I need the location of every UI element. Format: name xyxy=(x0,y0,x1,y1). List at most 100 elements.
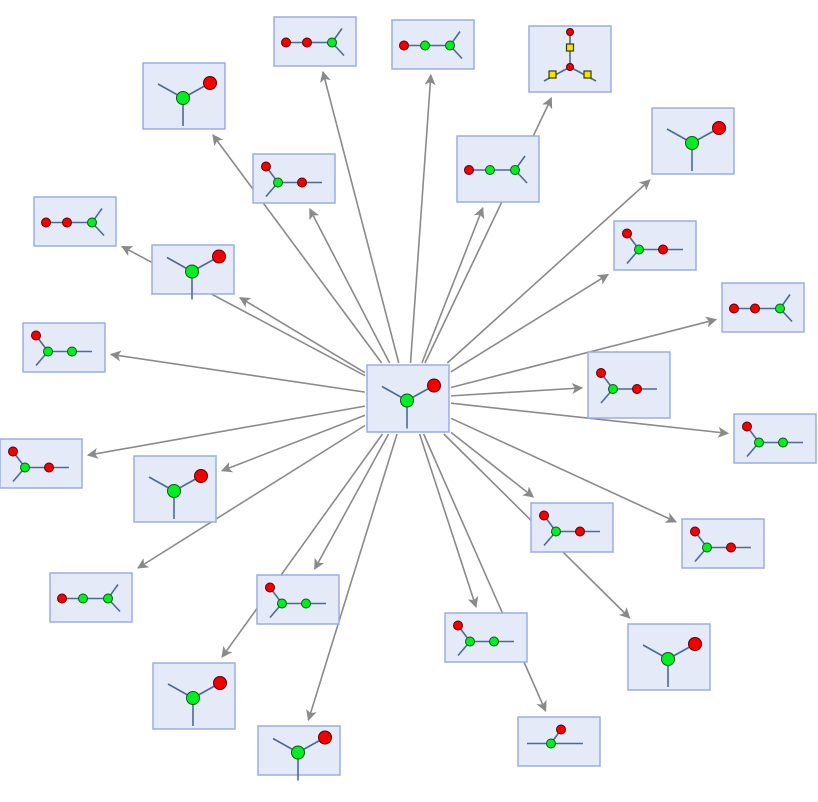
red-node xyxy=(726,542,736,553)
green-node xyxy=(291,745,305,760)
node-box xyxy=(256,574,340,625)
green-node xyxy=(176,91,190,105)
child-node xyxy=(587,351,671,419)
child-node xyxy=(252,153,336,204)
green-node xyxy=(87,217,97,228)
red-node xyxy=(8,446,18,457)
child-node xyxy=(142,62,226,130)
edge-arrow xyxy=(109,350,366,393)
red-node xyxy=(203,76,217,90)
node-box xyxy=(733,413,817,464)
green-node xyxy=(634,244,644,255)
bond-line xyxy=(543,66,571,82)
green-node xyxy=(301,598,311,609)
edge-arrow xyxy=(313,433,390,570)
red-node xyxy=(688,637,702,651)
red-node xyxy=(690,526,700,537)
node-box xyxy=(517,716,601,767)
child-node xyxy=(444,612,528,663)
red-node xyxy=(194,469,208,483)
edge-arrow xyxy=(450,273,609,373)
green-node xyxy=(103,593,113,604)
child-node xyxy=(0,438,83,489)
node-box xyxy=(0,438,83,489)
red-node xyxy=(658,244,668,255)
red-node xyxy=(742,421,752,432)
green-node xyxy=(167,484,181,498)
edge-arrow xyxy=(309,208,391,364)
red-node xyxy=(566,63,574,71)
node-box xyxy=(22,322,106,373)
node-box xyxy=(681,518,765,569)
red-node xyxy=(539,510,549,521)
child-node xyxy=(733,413,817,464)
red-node xyxy=(399,40,409,51)
edge-arrow xyxy=(446,179,651,364)
green-node xyxy=(185,264,199,279)
edge-arrow xyxy=(450,382,584,397)
node-box xyxy=(366,364,450,433)
child-node xyxy=(528,25,612,93)
green-node xyxy=(775,303,785,314)
red-node xyxy=(31,330,41,341)
red-node xyxy=(632,384,642,394)
green-node xyxy=(661,652,675,666)
child-node xyxy=(391,19,475,70)
child-node xyxy=(33,196,117,247)
red-node xyxy=(213,676,227,690)
red-node xyxy=(297,177,307,188)
node-box xyxy=(587,351,671,419)
red-node xyxy=(41,217,51,228)
child-node xyxy=(613,220,697,271)
red-node xyxy=(453,620,463,631)
green-node xyxy=(20,462,30,473)
green-node xyxy=(551,526,561,537)
green-node xyxy=(78,593,88,604)
red-node xyxy=(556,724,566,735)
red-node xyxy=(566,28,574,36)
green-node xyxy=(43,346,53,357)
child-node xyxy=(681,518,765,569)
edge-arrow xyxy=(418,433,479,609)
red-node xyxy=(265,582,275,593)
red-node xyxy=(62,217,72,228)
green-node xyxy=(778,437,788,448)
red-node xyxy=(750,303,760,314)
node-box xyxy=(152,662,236,730)
red-node xyxy=(302,37,312,48)
child-node xyxy=(256,574,340,625)
node-layer xyxy=(0,16,817,781)
node-box xyxy=(613,220,697,271)
edge-arrow xyxy=(409,73,436,364)
edge-arrow xyxy=(212,134,383,364)
green-node xyxy=(186,691,200,705)
red-node xyxy=(427,378,441,393)
green-node xyxy=(510,165,520,175)
child-node xyxy=(22,322,106,373)
child-node xyxy=(273,16,357,67)
green-node xyxy=(327,37,337,48)
child-node xyxy=(456,135,540,203)
red-node xyxy=(712,121,726,135)
green-node xyxy=(754,437,764,448)
red-node xyxy=(729,303,739,314)
green-node xyxy=(608,384,618,394)
center-node xyxy=(366,364,450,433)
red-node xyxy=(464,165,474,175)
green-node xyxy=(277,598,287,609)
node-box xyxy=(530,502,614,553)
red-node xyxy=(318,730,332,745)
child-node xyxy=(627,623,711,691)
green-node xyxy=(400,393,414,408)
square-marker xyxy=(583,70,592,79)
edge-arrow xyxy=(239,297,366,374)
child-node xyxy=(151,244,235,300)
red-node xyxy=(261,161,271,172)
green-node xyxy=(445,40,455,51)
green-node xyxy=(546,738,556,749)
red-node xyxy=(622,228,632,239)
edge-arrow xyxy=(137,424,366,569)
edge-arrow xyxy=(220,414,366,473)
red-node xyxy=(57,593,67,604)
